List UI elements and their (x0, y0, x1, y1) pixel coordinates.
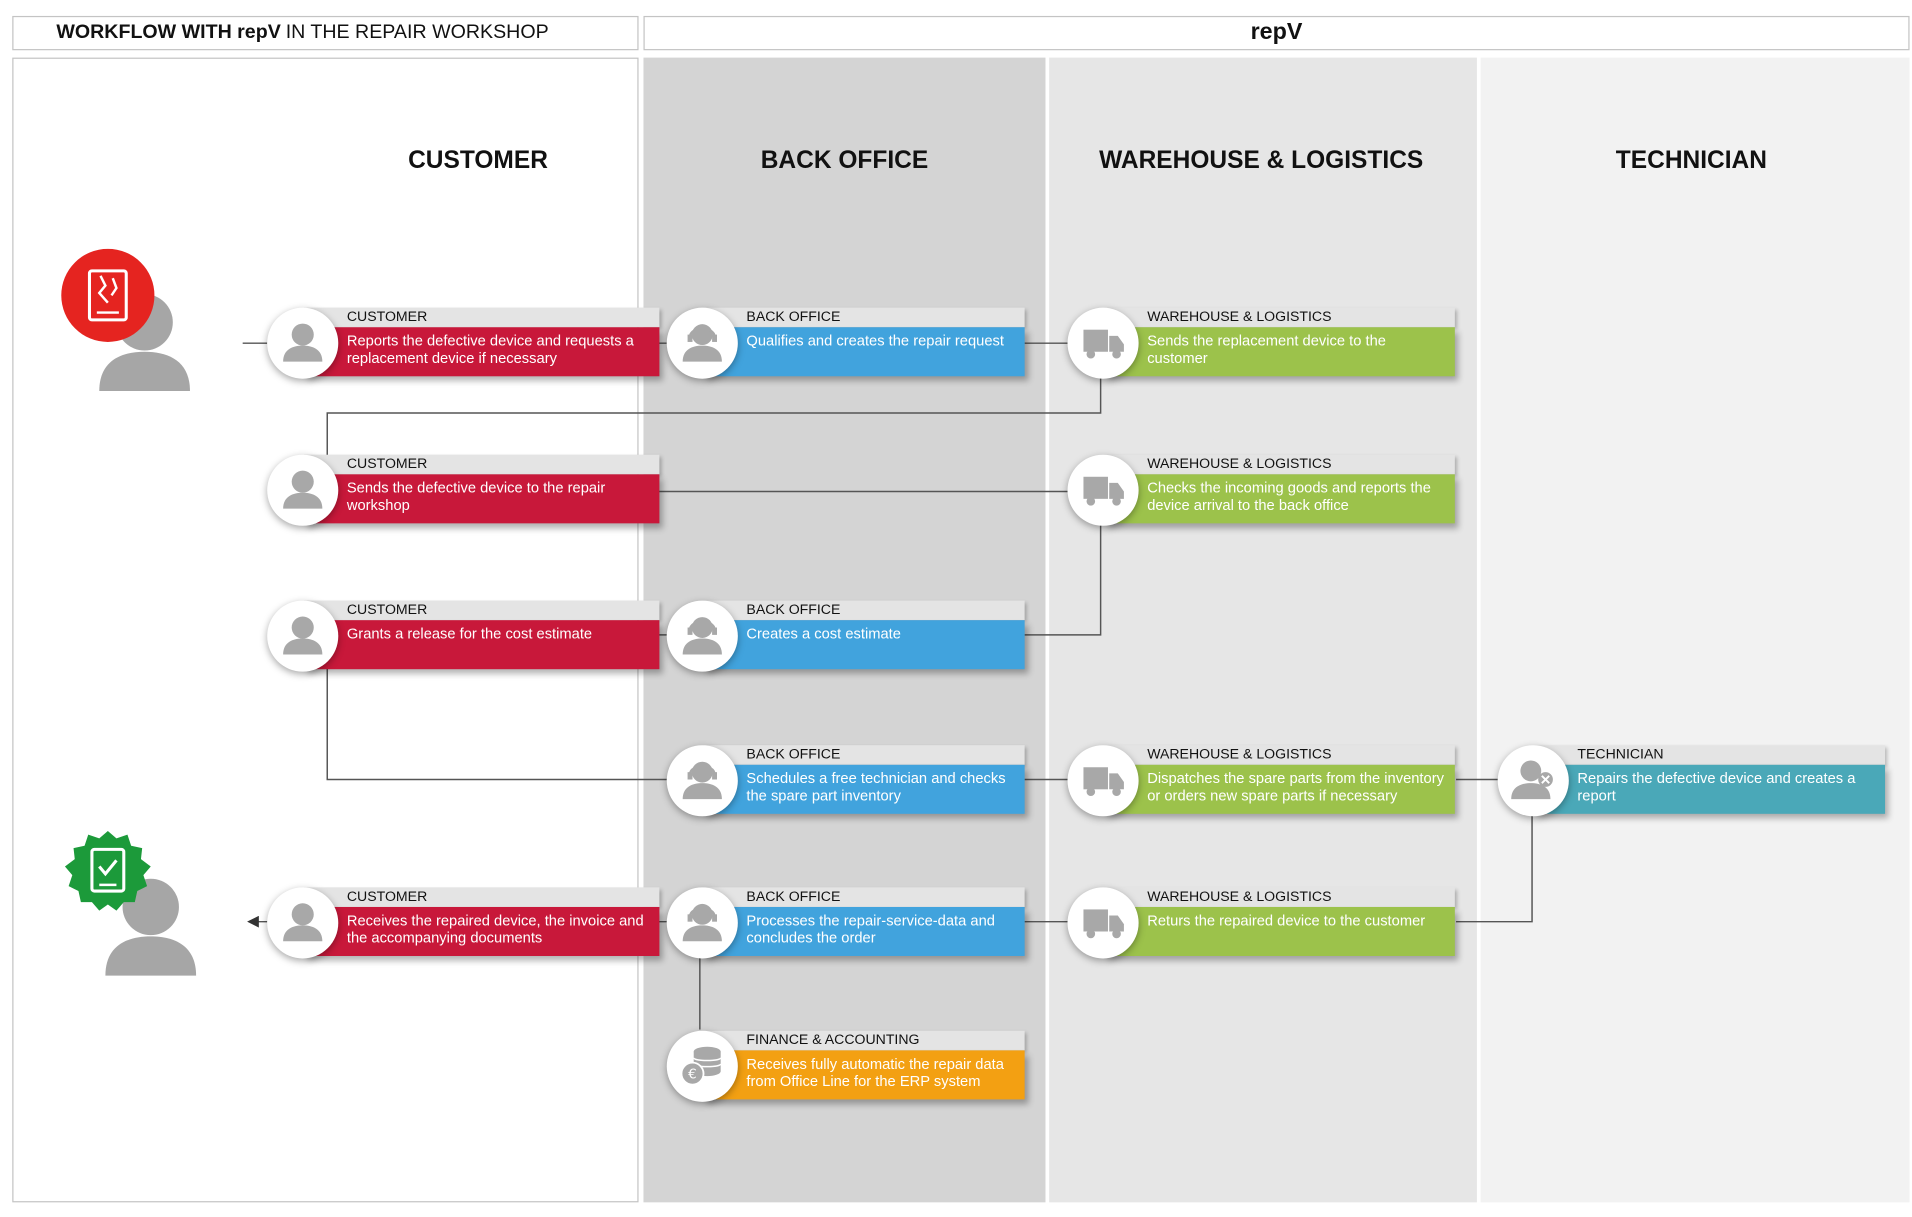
step-icon-badge (1067, 745, 1139, 817)
step-role: WAREHOUSE & LOGISTICS (1104, 887, 1455, 907)
lane-title-customer: CUSTOMER (408, 147, 548, 175)
headset-agent-icon (682, 761, 722, 800)
step-role: CUSTOMER (303, 600, 660, 621)
truck-icon (1083, 476, 1124, 506)
step-text: Sends the defective device to the repair… (303, 474, 660, 524)
truck-icon (1083, 767, 1124, 797)
step-text: Returs the repaired device to the custom… (1104, 906, 1455, 956)
step-text: Processes the repair-service-data and co… (703, 906, 1025, 956)
step-text: Repairs the defective device and creates… (1534, 764, 1886, 814)
technician-icon (1511, 760, 1553, 800)
step-text: Receives fully automatic the repair data… (703, 1050, 1025, 1100)
person-icon (283, 323, 323, 362)
step-role: BACK OFFICE (703, 887, 1025, 907)
headset-agent-icon (682, 617, 722, 655)
step-icon-badge (267, 307, 339, 379)
step-icon-badge (1497, 745, 1569, 817)
step-role: FINANCE & ACCOUNTING (703, 1030, 1025, 1051)
broken-tablet-icon (61, 248, 155, 342)
truck-icon (1083, 909, 1124, 939)
step-role: BACK OFFICE (703, 307, 1025, 328)
header-repv: repV (643, 15, 1910, 51)
step-icon-badge (267, 887, 339, 959)
lane-title-back-office: BACK OFFICE (760, 147, 929, 175)
step-text: Receives the repaired device, the invoic… (303, 906, 660, 956)
step-text: Creates a cost estimate (703, 620, 1025, 670)
step-role: WAREHOUSE & LOGISTICS (1104, 745, 1455, 765)
step-role: BACK OFFICE (703, 745, 1025, 765)
step-icon-badge (267, 454, 339, 526)
step-text: Qualifies and creates the repair request (703, 327, 1025, 377)
step-role: CUSTOMER (303, 454, 660, 475)
headset-agent-icon (682, 903, 722, 942)
step-role: WAREHOUSE & LOGISTICS (1104, 307, 1455, 328)
customer-defective-figure (59, 248, 231, 402)
svg-text:€: € (688, 1067, 697, 1083)
header-title-bold: WORKFLOW WITH repV (56, 22, 281, 43)
step-role: BACK OFFICE (703, 600, 1025, 621)
connector (326, 376, 1102, 456)
step-text: Dispatches the spare parts from the inve… (1104, 764, 1455, 814)
lane-warehouse (1049, 57, 1477, 1203)
step-role: CUSTOMER (303, 887, 660, 907)
step-icon-badge: € (666, 1030, 738, 1102)
step-text: Schedules a free technician and checks t… (703, 764, 1025, 814)
lane-technician (1480, 57, 1910, 1203)
person-icon (283, 903, 323, 942)
step-text: Sends the replacement device to the cust… (1104, 327, 1455, 377)
step-icon-badge (1067, 887, 1139, 959)
lane-title-warehouse: WAREHOUSE & LOGISTICS (1099, 147, 1424, 175)
person-icon (283, 470, 323, 509)
step-icon-badge (666, 745, 738, 817)
person-icon (283, 616, 323, 655)
connector (1024, 523, 1102, 636)
customer-repaired-figure (59, 829, 231, 988)
step-icon-badge (666, 600, 738, 672)
coins-euro-icon: € (680, 1046, 722, 1086)
truck-icon (1083, 329, 1124, 359)
step-text: Checks the incoming goods and reports th… (1104, 474, 1455, 524)
step-icon-badge (666, 307, 738, 379)
header-title-rest: IN THE REPAIR WORKSHOP (285, 22, 549, 43)
headset-agent-icon (682, 324, 722, 362)
step-role: TECHNICIAN (1534, 745, 1886, 765)
step-icon-badge (1067, 307, 1139, 379)
header-left: WORKFLOW WITH repV IN THE REPAIR WORKSHO… (12, 15, 639, 51)
step-icon-badge (267, 600, 339, 672)
lane-title-technician: TECHNICIAN (1615, 147, 1767, 175)
step-icon-badge (1067, 454, 1139, 526)
step-role: WAREHOUSE & LOGISTICS (1104, 454, 1455, 475)
step-icon-badge (666, 887, 738, 959)
verified-tablet-icon (64, 830, 151, 911)
step-role: CUSTOMER (303, 307, 660, 328)
connector (326, 667, 667, 781)
step-text: Grants a release for the cost estimate (303, 620, 660, 670)
header-repv-label: repV (1250, 19, 1303, 46)
connector (1456, 813, 1533, 923)
step-text: Reports the defective device and request… (303, 327, 660, 377)
